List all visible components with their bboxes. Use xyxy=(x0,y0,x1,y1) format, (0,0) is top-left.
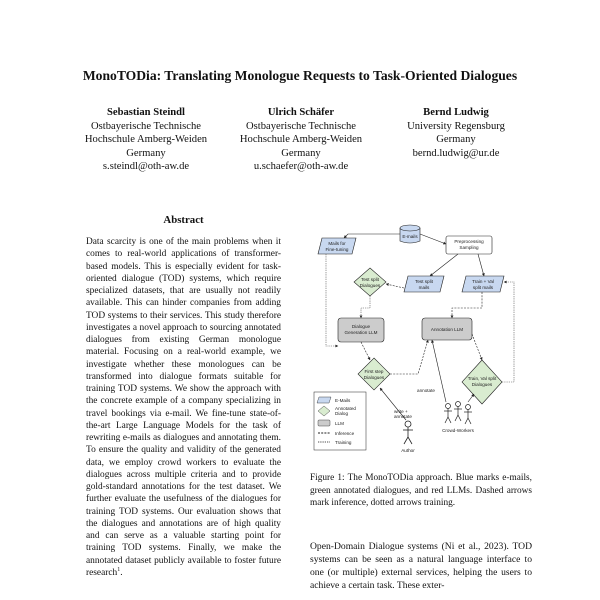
train-val-mails-label: Train + Val xyxy=(472,279,494,284)
first-step-dialogues-label: First step xyxy=(365,369,384,374)
edge-firststep-annotation xyxy=(390,339,429,375)
train-val-mails-shape xyxy=(461,275,505,293)
annotation-llm-label: Annotation LLM xyxy=(431,327,463,332)
abstract-body: Data scarcity is one of the main problem… xyxy=(86,237,281,578)
author-email: u.schaefer@oth-aw.de xyxy=(253,161,349,173)
author-affiliation: Ostbayerische Technische xyxy=(246,120,356,132)
preprocessing-box xyxy=(445,235,493,255)
figure-caption: Figure 1: The MonoTODia approach. Blue m… xyxy=(310,473,532,508)
edge-trainmails-annotation xyxy=(450,292,483,319)
test-split-dialogues-shape xyxy=(353,267,387,297)
emails-cylinder-top xyxy=(399,224,421,232)
emails-cylinder-side xyxy=(399,228,421,244)
author-role-label: Author xyxy=(401,448,415,453)
mails-finetuning-label: Fine-tuning xyxy=(326,247,349,252)
author-email: bernd.ludwig@ur.de xyxy=(412,147,500,159)
preprocessing-node: Preprocessing Sampling xyxy=(445,235,493,255)
author-person-icon xyxy=(403,420,413,445)
emails-label: E-mails xyxy=(402,234,418,239)
edge-emails-finetune xyxy=(343,233,400,239)
edge-annotation-trainval xyxy=(471,333,483,361)
author-affiliation: Ostbayerische Technische xyxy=(91,120,201,132)
edge-author-firststep xyxy=(379,387,407,421)
train-val-dialogues-label: Train, Val split xyxy=(468,376,497,381)
legend-inference-label: Inference xyxy=(335,431,355,436)
legend-llm-label: LLM xyxy=(335,421,344,426)
author-name: Ulrich Schäfer xyxy=(267,107,335,118)
edge-trainval-loop xyxy=(502,280,515,383)
first-step-dialogues-shape xyxy=(357,357,391,391)
test-split-mails-label: mails xyxy=(419,285,430,290)
test-split-dialogues-node: Test split Dialogues xyxy=(353,267,387,297)
train-val-dialogues-node: Train, Val split Dialogues xyxy=(461,359,503,405)
legend-email-swatch xyxy=(316,396,332,404)
first-step-dialogues-node: First step Dialogues xyxy=(357,357,391,391)
edge-emails-preprocessing xyxy=(419,233,447,245)
author-affiliation: University Regensburg xyxy=(407,120,505,132)
dialogue-generation-llm-label: Generation LLM xyxy=(345,330,378,335)
annotation-llm-box xyxy=(421,317,473,341)
preprocessing-label: Preprocessing xyxy=(454,239,484,244)
figure-edges xyxy=(325,233,515,421)
preprocessing-label: Sampling xyxy=(459,245,479,250)
train-val-dialogues-shape xyxy=(461,359,503,405)
abstract-heading: Abstract xyxy=(163,214,204,226)
first-step-dialogues-label: Dialogues xyxy=(364,375,385,380)
crowd-workers-icon xyxy=(444,401,472,425)
edge-pre-testmails xyxy=(429,253,459,277)
author-affiliation: Germany xyxy=(436,134,476,146)
abstract-text: Data scarcity is one of the main problem… xyxy=(86,237,281,578)
author-country: Germany xyxy=(281,147,321,159)
test-split-mails-node: Test split mails xyxy=(403,275,445,293)
author-affiliation: Hochschule Amberg-Weiden xyxy=(239,134,363,146)
author-affiliation: Hochschule Amberg-Weiden xyxy=(84,134,208,146)
mails-finetuning-label: Mails for xyxy=(328,241,346,246)
author-name: Sebastian Steindl xyxy=(106,107,185,118)
edge-testdialogues-gen xyxy=(359,296,371,319)
edge-pre-trainmails xyxy=(477,253,485,277)
legend-email-label: E-Mails xyxy=(335,398,351,403)
crowd-workers-label: Crowd-Workers xyxy=(442,428,475,433)
annotation-llm-node: Annotation LLM xyxy=(421,317,473,341)
edge-finetune-gen xyxy=(325,254,339,348)
author-1: Sebastian Steindl Ostbayerische Technisc… xyxy=(76,106,216,174)
author-2: Ulrich Schäfer Ostbayerische Technische … xyxy=(226,106,376,174)
legend-dialog-label: Dialog xyxy=(335,411,348,416)
author-email: s.steindl@oth-aw.de xyxy=(102,161,190,173)
footnote-marker: 1 xyxy=(117,566,121,573)
figure-legend: E-Mails Annotated Dialog LLM Inference T… xyxy=(313,391,367,451)
train-val-mails-label: split mails xyxy=(473,285,494,290)
paper-title: MonoTODia: Translating Monologue Request… xyxy=(82,68,518,83)
edge-testmails-testdialogues xyxy=(385,283,405,289)
train-val-mails-node: Train + Val split mails xyxy=(461,275,505,293)
legend-training-label: Training xyxy=(335,440,352,445)
mails-finetuning-node: Mails for Fine-tuning xyxy=(317,237,357,255)
test-split-dialogues-label: Test split xyxy=(361,277,380,282)
legend-llm-swatch xyxy=(317,419,331,427)
author-3: Bernd Ludwig University Regensburg Germa… xyxy=(386,106,526,160)
author-country: Germany xyxy=(126,147,166,159)
dialogue-generation-llm-node: Dialogue Generation LLM xyxy=(337,317,385,343)
author-name: Bernd Ludwig xyxy=(423,107,489,118)
write-annotate-edge-label: write + xyxy=(394,409,408,414)
test-split-mails-label: Test split xyxy=(415,279,434,284)
test-split-dialogues-label: Dialogues xyxy=(360,283,381,288)
edge-gen-firststep xyxy=(360,341,371,361)
annotate-edge-label: annotate xyxy=(417,388,435,393)
train-val-dialogues-label: Dialogues xyxy=(472,382,493,387)
approach-figure: E-mails Preprocessing Sampling Mails for… xyxy=(313,224,515,453)
edge-crowd-trainval xyxy=(467,393,475,403)
legend-dialog-swatch xyxy=(317,405,331,417)
edge-crowd-annotation xyxy=(431,339,447,403)
emails-node: E-mails xyxy=(399,224,421,244)
body-text: Open-Domain Dialogue systems (Ni et al.,… xyxy=(310,541,532,591)
dialogue-generation-llm-label: Dialogue xyxy=(352,324,371,329)
legend-dialog-label: Annotated xyxy=(335,406,356,411)
